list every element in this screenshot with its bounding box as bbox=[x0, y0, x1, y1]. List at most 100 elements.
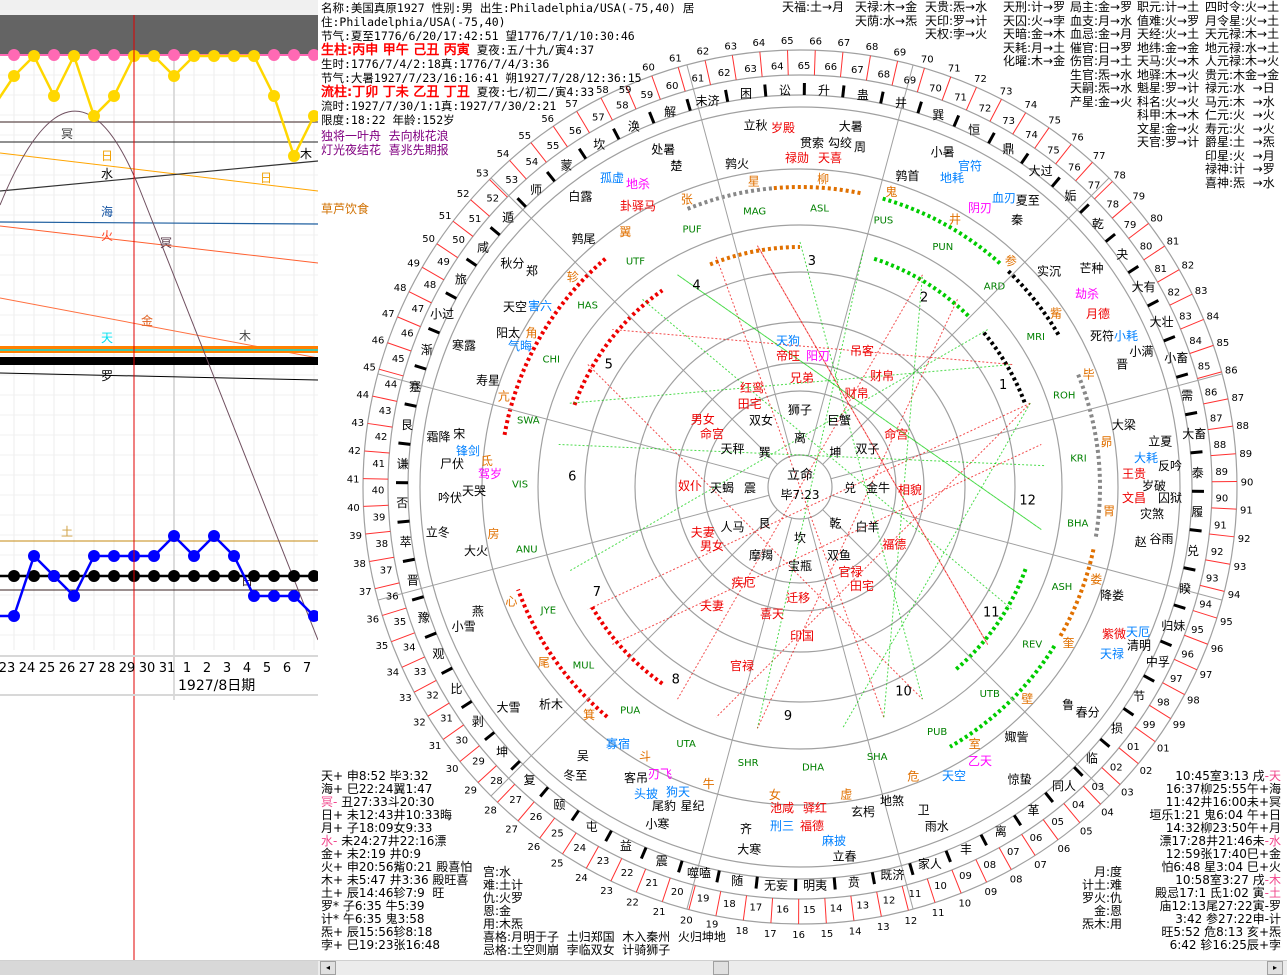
planet-symbol: 月+ bbox=[321, 821, 344, 835]
axis-tick-label: 26 bbox=[59, 661, 76, 676]
aspect-line bbox=[757, 299, 958, 729]
degree-number-inner: 23 bbox=[597, 856, 610, 867]
aspect-line bbox=[757, 245, 989, 645]
degree-number-outer: 16 bbox=[792, 930, 805, 941]
degree-number-outer: 26 bbox=[527, 842, 540, 853]
degree-number-outer: 71 bbox=[948, 63, 961, 74]
degree-number-inner: 63 bbox=[744, 64, 757, 75]
star-label: 麻披 bbox=[822, 834, 847, 848]
hexagram-label: 姤 bbox=[1065, 189, 1077, 203]
left-panel-scrollbar[interactable] bbox=[0, 960, 318, 975]
star-label: 池咸 bbox=[770, 801, 795, 815]
degree-number-outer: 73 bbox=[1000, 86, 1013, 97]
degree-number-outer: 40 bbox=[347, 503, 360, 514]
yellow-series-point-28 bbox=[108, 90, 120, 102]
center-degree-label: 毕7:23 bbox=[781, 488, 820, 502]
mansion-label: 斗 bbox=[639, 749, 651, 763]
degree-number-inner: 69 bbox=[904, 76, 917, 87]
degree-tick bbox=[509, 160, 527, 180]
degree-tick bbox=[1189, 344, 1214, 354]
degree-number-inner: 88 bbox=[1213, 440, 1226, 451]
degree-number-inner: 32 bbox=[426, 691, 439, 702]
house-spoke bbox=[490, 509, 778, 797]
solar-term-label: 谷雨 bbox=[1149, 532, 1173, 546]
scroll-left-button[interactable]: ◂ bbox=[320, 961, 336, 975]
degree-tick bbox=[497, 783, 516, 803]
degree-number-outer: 34 bbox=[386, 667, 399, 678]
degree-tick bbox=[401, 656, 425, 668]
mansion-label: 氐 bbox=[481, 454, 493, 468]
blue-series-point-31 bbox=[168, 530, 180, 542]
axis-tick-label: 24 bbox=[19, 661, 36, 676]
hexagram-tick bbox=[1190, 450, 1203, 455]
planet-line bbox=[0, 160, 318, 192]
degree-tick bbox=[1205, 559, 1231, 565]
nakshatra-label: UTA bbox=[676, 739, 696, 750]
scrollbar-thumb[interactable] bbox=[713, 961, 729, 975]
planet-position: 子6:35 牛5:39 bbox=[339, 899, 425, 913]
planet-line-label-curve: 冥 bbox=[160, 236, 172, 250]
degree-tick bbox=[470, 199, 490, 217]
hexagram-label: 既济 bbox=[880, 867, 904, 882]
hexagram-tick bbox=[908, 862, 915, 876]
degree-tick bbox=[600, 97, 613, 121]
nakshatra-label: ARD bbox=[984, 282, 1006, 293]
nakshatra-label: VIS bbox=[512, 480, 528, 491]
relation-entry: 文星:金→火 bbox=[1137, 121, 1200, 136]
relation-entry: 伤官:月→土 bbox=[1070, 54, 1133, 68]
blue-series-point-1 bbox=[188, 550, 200, 562]
star-label: 阳太 bbox=[496, 326, 521, 340]
star-label: 天禄 bbox=[1100, 647, 1125, 661]
degree-number-inner: 98 bbox=[1157, 697, 1170, 708]
hexagram-tick bbox=[539, 786, 550, 798]
degree-number-outer: 01 bbox=[1157, 743, 1170, 754]
black-series-point-23 bbox=[8, 570, 20, 582]
nakshatra-label: HAS bbox=[577, 301, 598, 312]
hexagram-tick bbox=[677, 860, 684, 873]
degree-tick bbox=[576, 111, 590, 134]
hexagram-tick bbox=[1122, 707, 1135, 717]
palace-label: 福德 bbox=[882, 537, 906, 552]
state-label: 周 bbox=[854, 140, 866, 154]
hexagram-tick bbox=[715, 870, 721, 883]
degree-tick bbox=[1184, 634, 1208, 645]
relation-entry: 寿元:火 →火 bbox=[1205, 121, 1275, 136]
hexagram-tick bbox=[944, 850, 952, 863]
degree-number-outer: 68 bbox=[866, 42, 879, 53]
planet-position: 辰15:56轸8:18 bbox=[343, 925, 433, 939]
degree-number-outer: 41 bbox=[347, 474, 360, 485]
note-label: 草芦饮食 bbox=[321, 202, 370, 216]
hexagram-label: 兑 bbox=[1187, 544, 1199, 558]
house-number: 5 bbox=[605, 357, 613, 372]
degree-number-outer: 13 bbox=[877, 922, 890, 933]
relation-right-line: 炁木:用 bbox=[1081, 917, 1122, 931]
degree-number-outer: 32 bbox=[413, 717, 426, 728]
degree-number-outer: 95 bbox=[1220, 617, 1233, 628]
hexagram-tick bbox=[510, 760, 521, 771]
relation-entry: 天刑:计→罗 bbox=[1003, 0, 1066, 14]
hexagram-label: 恒 bbox=[968, 123, 980, 137]
degree-number-inner: 42 bbox=[375, 432, 388, 443]
aspect-line bbox=[558, 443, 1045, 467]
hexagram-tick bbox=[427, 326, 441, 335]
planet-position: 丑27:33斗20:30 bbox=[337, 795, 435, 809]
planet-position: 未12:43井10:33晦 bbox=[343, 808, 453, 822]
yellow-series-point-7 bbox=[308, 110, 318, 122]
hexagram-label: 井 bbox=[895, 96, 907, 110]
hexagram-tick bbox=[411, 595, 425, 602]
planet-line-label-venus: 金 bbox=[141, 313, 153, 328]
scroll-right-button[interactable]: ▸ bbox=[1267, 961, 1283, 975]
planet-position: 辰14:46轸7:9 旺 bbox=[343, 886, 445, 900]
axis-tick-label: 29 bbox=[119, 661, 136, 676]
planet-symbol: 日+ bbox=[321, 808, 344, 822]
planet-line-label-saturn: 土 bbox=[61, 525, 73, 539]
degree-tick bbox=[397, 316, 421, 328]
degree-number-outer: 06 bbox=[1058, 844, 1071, 855]
relation-right-line: 计土:难 bbox=[1081, 878, 1122, 892]
degree-tick bbox=[1012, 112, 1027, 135]
horizontal-scrollbar[interactable]: ◂ ▸ bbox=[318, 960, 1287, 975]
star-label: 岁破 bbox=[1142, 479, 1167, 493]
degree-number-inner: 49 bbox=[437, 257, 450, 268]
hexagram-tick bbox=[604, 829, 613, 842]
planet-symbol: 罗* bbox=[321, 899, 340, 913]
